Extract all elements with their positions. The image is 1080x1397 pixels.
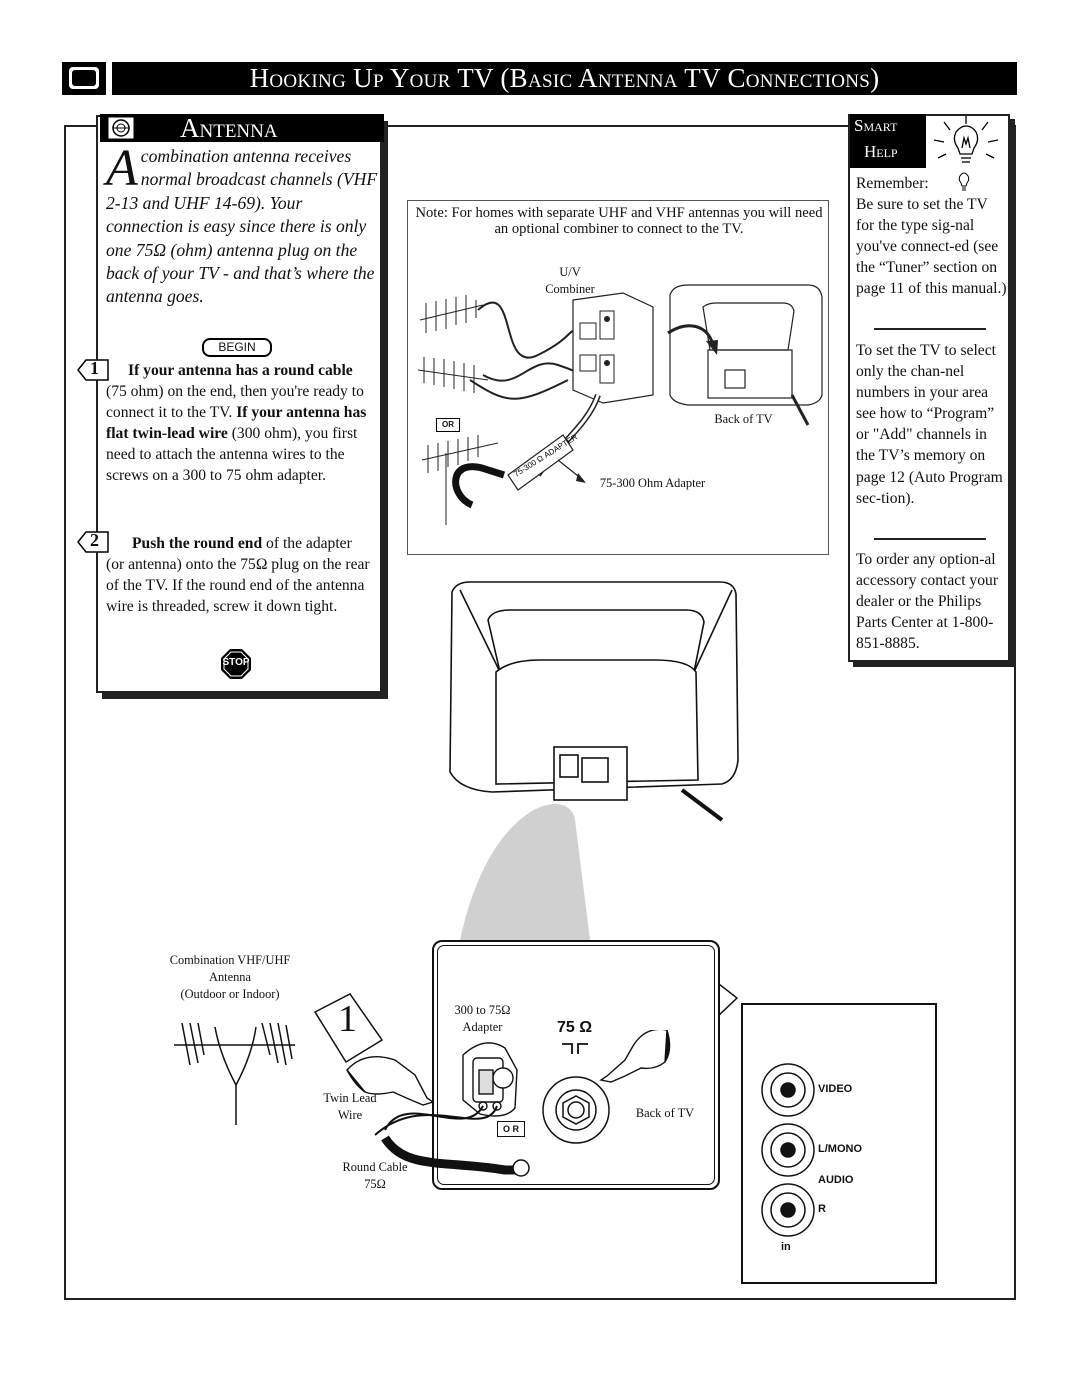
video-jack-label: VIDEO <box>818 1083 853 1095</box>
smart-help-divider-1 <box>874 328 986 330</box>
combiner-label: Combiner <box>545 282 595 296</box>
tv-back-panel-inner <box>437 945 715 1185</box>
combined-antenna-icon <box>421 435 499 525</box>
lightbulb-icon <box>933 116 999 163</box>
antenna-panel <box>96 115 382 693</box>
in-label: in <box>781 1241 791 1253</box>
antenna-terminal-icon <box>562 1043 588 1054</box>
pointing-hand-left-icon <box>346 1056 435 1106</box>
combiner-note-box <box>407 200 829 555</box>
antenna-jack-icon <box>108 117 134 139</box>
antenna-heading: Antenna <box>100 114 384 142</box>
step-2-text: Push the round end of the adapter (or an… <box>106 535 370 615</box>
audio-label: AUDIO <box>818 1174 854 1186</box>
round-cable-label-2: 75Ω <box>364 1177 386 1191</box>
step-1-card-icon <box>313 993 384 1064</box>
r-jack-icon <box>761 1183 815 1237</box>
twin-lead-label-2: Wire <box>337 1108 363 1122</box>
tv-back-diagram <box>440 581 739 940</box>
smart-help-heading: Smart Help <box>850 114 926 168</box>
ohm-label: 75 Ω <box>557 1019 593 1036</box>
av-jacks-panel <box>741 1003 937 1284</box>
adapter-label: 75-300 Ohm Adapter <box>599 476 706 490</box>
l-mono-jack-icon <box>761 1123 815 1177</box>
antenna-label-1: Combination VHF/UHF <box>169 953 291 967</box>
combiner-diagram: 75-300 Ω ADAPTER <box>417 284 823 525</box>
combiner-box-icon <box>572 292 654 404</box>
step-1-card-number: 1 <box>338 998 357 1040</box>
av-jacks <box>761 1063 815 1237</box>
small-tv-back-icon <box>669 284 823 426</box>
connection-diagram <box>346 1030 671 1177</box>
smart-help-panel <box>848 114 1010 662</box>
combination-antenna-icon <box>174 1022 295 1125</box>
step-1-arrow-icon <box>77 359 109 381</box>
step-2-number: 2 <box>90 530 99 550</box>
note-back-of-tv-label: Back of TV <box>714 412 773 426</box>
smart-help-tip-2: To set the TV to select only the chan-ne… <box>856 342 1003 507</box>
vhf-antenna-icon <box>419 295 484 333</box>
step-1-text: If your antenna has a round cable (75 oh… <box>106 362 367 484</box>
page-title: Hooking Up Your TV (Basic Antenna TV Con… <box>112 62 1017 95</box>
l-mono-jack-label: L/MONO <box>818 1143 862 1155</box>
coax-jack-icon <box>542 1076 610 1144</box>
smart-help-divider-2 <box>874 538 986 540</box>
round-cable-label-1: Round Cable <box>342 1160 408 1174</box>
tv-icon <box>62 62 106 95</box>
smart-help-tip-3: To order any option-al accessory contact… <box>856 551 999 653</box>
adapter-caption-1: 300 to 75Ω <box>454 1003 511 1017</box>
or-badge: O R <box>497 1121 525 1137</box>
twin-lead-adapter-icon <box>507 434 574 491</box>
uv-label: U/V <box>559 265 581 279</box>
svg-text:75-300 Ω ADAPTER: 75-300 Ω ADAPTER <box>512 432 579 478</box>
begin-label: BEGIN <box>202 338 272 357</box>
stop-sign-icon: STOP <box>220 648 252 680</box>
antenna-label-2: Antenna <box>209 970 251 984</box>
r-jack-label: R <box>818 1203 826 1215</box>
small-lightbulb-icon <box>958 172 970 191</box>
antenna-label-3: (Outdoor or Indoor) <box>180 987 280 1001</box>
twin-lead-label-1: Twin Lead <box>323 1091 377 1105</box>
adapter-device-icon <box>462 1042 518 1117</box>
step-2-arrow-icon <box>77 531 109 553</box>
step-1-number: 1 <box>90 358 99 378</box>
smart-help-tip-1: Be sure to set the TV for the type sig-n… <box>856 196 1007 298</box>
pointing-hand-right-icon <box>599 1030 671 1083</box>
smart-help-remember: Remember: <box>856 175 929 192</box>
video-jack-icon <box>761 1063 815 1117</box>
main-frame <box>64 125 1016 1300</box>
uhf-antenna-icon <box>417 357 489 393</box>
back-of-tv-label: Back of TV <box>635 1106 695 1120</box>
note-or-badge: OR <box>436 418 460 432</box>
combiner-note: Note: For homes with separate UHF and VH… <box>415 205 823 237</box>
adapter-caption-2: Adapter <box>462 1020 503 1034</box>
